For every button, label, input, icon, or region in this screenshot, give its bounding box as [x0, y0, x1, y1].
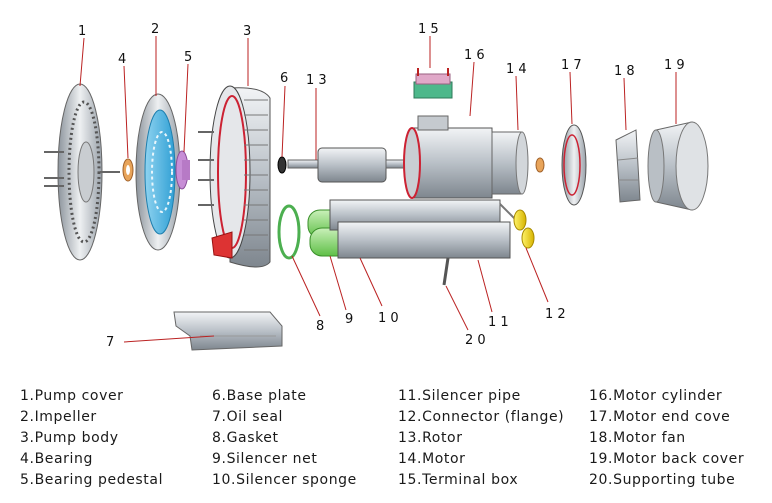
- pump-cover: [44, 83, 120, 261]
- legend-item: 15.Terminal box: [398, 472, 519, 488]
- rotor: [287, 147, 417, 183]
- legend-item: 10.Silencer sponge: [212, 472, 357, 488]
- legend-item: 5.Bearing pedestal: [20, 472, 164, 488]
- legend-item: 14.Motor: [398, 451, 466, 467]
- legend-item: 11.Silencer pipe: [398, 388, 521, 404]
- callout-10: 1 0: [378, 311, 399, 326]
- terminal-box: [413, 68, 453, 99]
- oil-seal: [277, 156, 287, 174]
- legend-column-2: 6.Base plate 7.Oil seal 8.Gasket 9.Silen…: [212, 386, 357, 491]
- callout-7: 6: [280, 71, 288, 86]
- callout-6: 7: [106, 335, 114, 350]
- silencer-assembly: [307, 199, 519, 286]
- callout-18: 1 8: [614, 64, 635, 79]
- gasket: [277, 204, 301, 260]
- callout-15: 1 5: [418, 22, 439, 37]
- legend-item: 12.Connector (flange): [398, 409, 565, 425]
- legend-item: 1.Pump cover: [20, 388, 124, 404]
- callout-17: 1 7: [561, 58, 582, 73]
- callout-8: 8: [316, 319, 324, 334]
- callout-5: 5: [184, 50, 192, 65]
- motor-back-cover: [647, 121, 709, 211]
- legend-column-4: 16.Motor cylinder 17.Motor end cove 18.M…: [589, 386, 744, 491]
- legend-item: 18.Motor fan: [589, 430, 686, 446]
- leader-lines: [79, 36, 677, 343]
- callout-labels: 1 2 4 5 3 6 1 3 1 5 1 6 1 4 1 7 1 8 1 9 …: [78, 22, 685, 350]
- callout-20: 2 0: [465, 333, 486, 348]
- legend-item: 3.Pump body: [20, 430, 119, 446]
- legend-item: 16.Motor cylinder: [589, 388, 723, 404]
- exploded-diagram: 1 2 4 5 3 6 1 3 1 5 1 6 1 4 1 7 1 8 1 9 …: [44, 22, 709, 351]
- callout-14: 1 4: [506, 62, 527, 77]
- legend-item: 2.Impeller: [20, 409, 97, 425]
- motor-fan: [615, 129, 641, 203]
- motor-end-cover: [535, 124, 587, 206]
- callout-3: 3: [243, 24, 251, 39]
- legend-item: 7.Oil seal: [212, 409, 283, 425]
- parts-legend: 1.Pump cover 2.Impeller 3.Pump body 4.Be…: [0, 386, 772, 503]
- legend-item: 4.Bearing: [20, 451, 93, 467]
- callout-19: 1 9: [664, 58, 685, 73]
- legend-item: 17.Motor end cove: [589, 409, 731, 425]
- callout-16: 1 6: [464, 48, 485, 63]
- callout-1: 1: [78, 24, 86, 39]
- connector-flange: [513, 209, 535, 249]
- legend-item: 19.Motor back cover: [589, 451, 745, 467]
- legend-item: 9.Silencer net: [212, 451, 318, 467]
- legend-item: 20.Supporting tube: [589, 472, 736, 488]
- legend-item: 6.Base plate: [212, 388, 307, 404]
- callout-13: 1 3: [306, 73, 327, 88]
- legend-item: 13.Rotor: [398, 430, 463, 446]
- callout-11: 1 1: [488, 315, 509, 330]
- motor: [403, 115, 529, 199]
- callout-4: 4: [118, 52, 126, 67]
- callout-2: 2: [151, 22, 159, 37]
- pump-body: [198, 85, 271, 268]
- legend-item: 8.Gasket: [212, 430, 279, 446]
- bearing-pedestal: [175, 150, 190, 190]
- callout-9: 9: [345, 312, 353, 327]
- bearing: [122, 158, 134, 182]
- legend-column-1: 1.Pump cover 2.Impeller 3.Pump body 4.Be…: [20, 386, 163, 491]
- impeller: [135, 93, 181, 251]
- legend-column-3: 11.Silencer pipe 12.Connector (flange) 1…: [398, 386, 564, 491]
- base-plate: [173, 311, 283, 351]
- callout-12: 1 2: [545, 307, 566, 322]
